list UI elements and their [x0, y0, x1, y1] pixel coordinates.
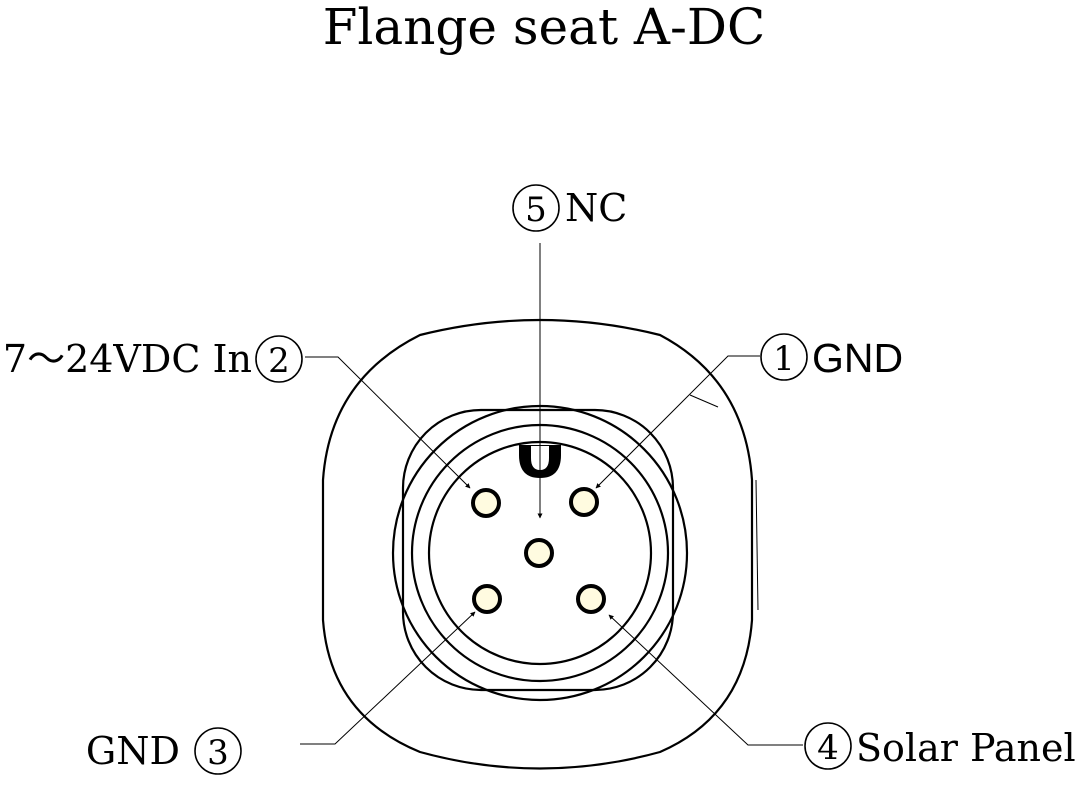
- pin-label-2: 7～24VDC In 2: [3, 335, 303, 383]
- pin-center: [524, 538, 554, 568]
- leader-pin-2: [305, 356, 471, 489]
- pin-number-badge: [512, 184, 560, 232]
- pin-label-3: GND 3: [86, 727, 242, 775]
- leader-lines: [300, 243, 803, 746]
- pin-function: 7～24VDC In: [3, 337, 252, 381]
- leader-pin-1: [595, 355, 760, 489]
- pin-contacts: [471, 487, 606, 614]
- pin-label-5: 5 NC: [512, 184, 627, 232]
- pin-number: 2: [268, 341, 290, 381]
- pin-number-badge: [760, 333, 808, 381]
- pin-number: 1: [773, 339, 795, 379]
- pin-function: GND: [86, 729, 180, 773]
- pin-function: NC: [565, 186, 627, 230]
- nut-outline: [401, 408, 675, 692]
- pin-number: 3: [207, 733, 229, 773]
- pin-number-badge: [804, 722, 852, 770]
- pin-label-4: 4 Solar Panel: [804, 722, 1076, 770]
- pin-3: [472, 584, 502, 614]
- pin-1: [569, 487, 599, 517]
- leader-pin-4: [608, 614, 803, 746]
- pin-4: [576, 584, 606, 614]
- pin-label-1: 1 GND: [760, 333, 903, 381]
- pin-number-badge: [255, 335, 303, 383]
- pin-function: GND: [812, 335, 903, 381]
- diagram-title: Flange seat A-DC: [323, 0, 766, 56]
- pin-number: 4: [817, 728, 839, 768]
- leader-pin-3: [300, 611, 476, 745]
- pin-number-badge: [194, 727, 242, 775]
- pin-number: 5: [525, 190, 547, 230]
- pin-function: Solar Panel: [856, 726, 1076, 770]
- pin-2: [471, 488, 501, 518]
